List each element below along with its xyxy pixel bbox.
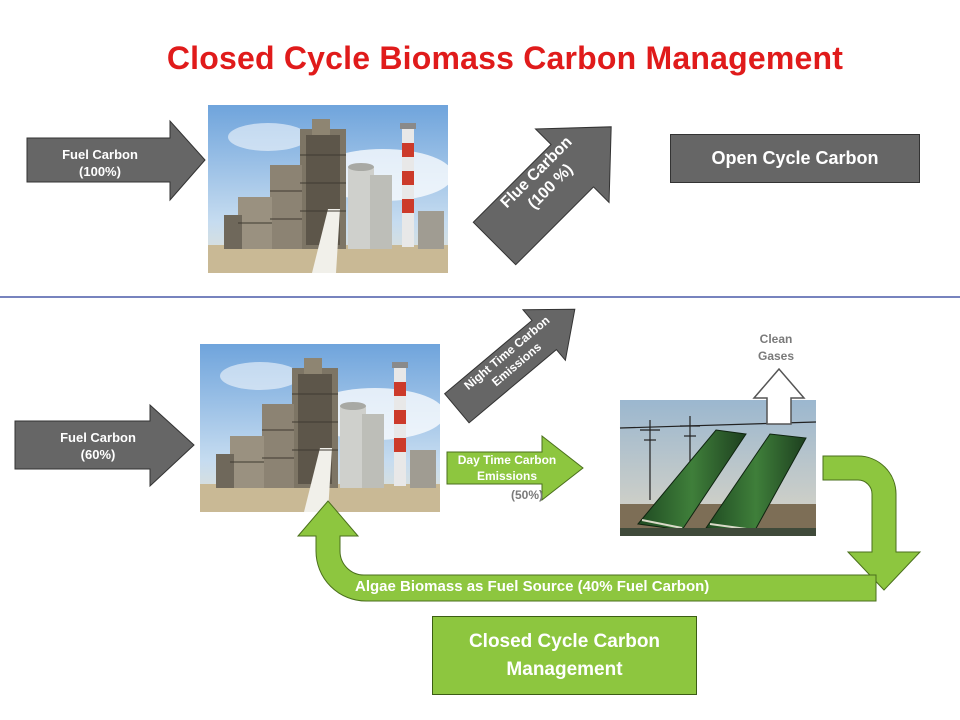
fuel-carbon-label-top: Fuel Carbon (100%) [62, 147, 138, 179]
plant-photo-top [207, 104, 454, 274]
page-title: Closed Cycle Biomass Carbon Management [166, 40, 844, 76]
open-cycle-label: Open Cycle Carbon [711, 148, 879, 168]
day-carbon-label: Day Time Carbon Emissions [457, 453, 557, 483]
plant-photo-bottom [199, 343, 446, 513]
algae-photo [619, 400, 817, 536]
algae-loop-arrow [296, 500, 877, 602]
return-u-arrow [822, 455, 922, 591]
fuel-carbon-arrow-top [26, 119, 206, 202]
algae-loop-label: Algae Biomass as Fuel Source (40% Fuel C… [355, 578, 710, 595]
night-carbon-arrow [443, 308, 576, 424]
clean-gases-label: Clean Gases [757, 332, 795, 363]
flue-carbon-arrow [472, 126, 612, 266]
fuel-carbon-arrow-bottom [14, 403, 195, 488]
day-carbon-percent: (50%) [510, 488, 543, 502]
open-cycle-box: Open Cycle Carbon [670, 134, 920, 183]
clean-gases-arrow [752, 367, 806, 425]
closed-cycle-label: Closed Cycle Carbon Management [468, 630, 661, 680]
day-carbon-arrow [446, 434, 584, 502]
fuel-carbon-label-bottom: Fuel Carbon (60%) [60, 430, 136, 462]
closed-cycle-box: Closed Cycle Carbon Management [432, 616, 697, 695]
